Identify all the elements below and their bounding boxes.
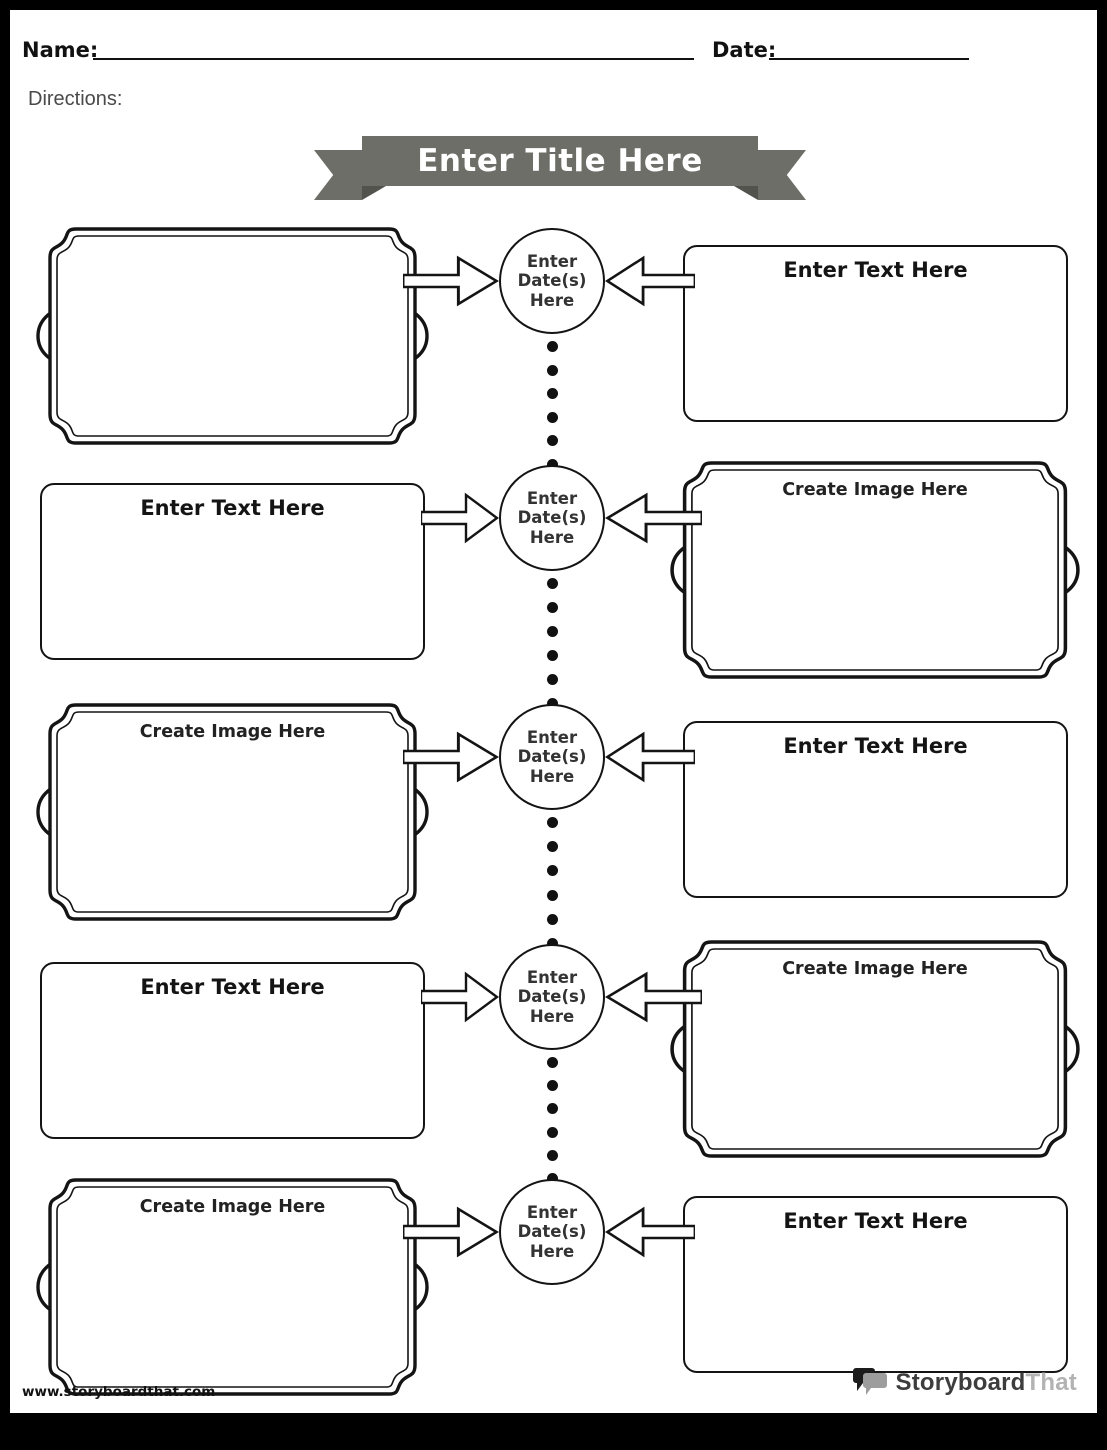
image-box-label: Create Image Here (782, 480, 968, 500)
row-5-left-image-frame[interactable]: Create Image Here (36, 1173, 429, 1401)
row-1-left-image-frame[interactable] (36, 222, 429, 450)
date-circle-label-line: Enter (526, 488, 578, 508)
date-circle-label-line: Date(s) (517, 1222, 587, 1242)
date-circle-label-line: Date(s) (517, 747, 587, 767)
row-3-left-image-frame[interactable]: Create Image Here (36, 698, 429, 926)
ornate-frame-icon (36, 703, 429, 921)
storyboardthat-logo: StoryboardThat (852, 1368, 1077, 1398)
text-box-label: Enter Text Here (140, 975, 325, 999)
title-banner[interactable]: Enter Title Here (362, 136, 758, 186)
row-5-right-arrow-icon (605, 1205, 695, 1259)
date-circle-label-line: Here (529, 766, 575, 786)
timeline-dot-icon (546, 698, 558, 709)
timeline-dot-icon (546, 865, 558, 877)
row-3-left-arrow-icon (403, 730, 499, 784)
logo-text-secondary: That (1025, 1369, 1077, 1396)
date-circle-label-line: Date(s) (517, 987, 587, 1007)
date-circle-label-line: Here (529, 1006, 575, 1026)
date-circle-label-line: Here (529, 1241, 575, 1261)
ornate-frame-icon (670, 461, 1080, 679)
row-4-right-arrow-icon (605, 970, 702, 1024)
speech-bubbles-icon (852, 1368, 887, 1395)
date-label: Date: (712, 38, 777, 62)
website-url: www.storyboardthat.com (22, 1384, 216, 1400)
timeline-dot-icon (546, 341, 558, 352)
row-4-left-arrow-icon (421, 970, 499, 1024)
timeline-dot-icon (546, 841, 558, 853)
image-box-label: Create Image Here (782, 959, 968, 979)
ribbon-left-fold-icon (362, 186, 386, 200)
ornate-frame-icon (36, 1178, 429, 1396)
date-circle-label-line: Enter (526, 1202, 578, 1222)
name-input-line[interactable] (93, 57, 694, 60)
text-box-label: Enter Text Here (783, 1209, 968, 1233)
timeline-dots (546, 817, 558, 949)
logo-text-primary: Storyboard (895, 1369, 1026, 1396)
date-circle-label-line: Enter (526, 727, 578, 747)
row-5-right-text-box[interactable]: Enter Text Here (683, 1196, 1068, 1373)
row-5-left-arrow-icon (403, 1205, 499, 1259)
date-circle-label-line: Here (529, 527, 575, 547)
timeline-dot-icon (546, 1080, 558, 1092)
page-content: Name: Date: Directions: Enter Title Here… (10, 10, 1097, 1413)
timeline-dot-icon (546, 388, 558, 400)
timeline-dot-icon (546, 1172, 558, 1184)
timeline-dot-icon (546, 1103, 558, 1115)
ribbon-right-fold-icon (734, 186, 758, 200)
timeline-dots (546, 1057, 558, 1184)
row-1-right-arrow-icon (605, 254, 695, 308)
ornate-frame-icon (36, 227, 429, 445)
date-circle-label-line: Here (529, 290, 575, 310)
date-circle-label-line: Enter (526, 251, 578, 271)
timeline-dot-icon (546, 817, 558, 828)
row-1-right-text-box[interactable]: Enter Text Here (683, 245, 1068, 422)
row-2-right-image-frame[interactable]: Create Image Here (670, 456, 1080, 684)
ribbon-right-wing-icon (758, 150, 806, 200)
row-4-right-image-frame[interactable]: Create Image Here (670, 935, 1080, 1163)
date-circle-label-line: Date(s) (517, 508, 587, 528)
row-2-left-arrow-icon (421, 491, 499, 545)
page-title: Enter Title Here (417, 143, 703, 179)
date-circle-label-line: Date(s) (517, 271, 587, 291)
timeline-dot-icon (546, 937, 558, 949)
timeline-dot-icon (546, 626, 558, 637)
timeline-dot-icon (546, 411, 558, 423)
timeline-dot-icon (546, 578, 558, 589)
directions-label: Directions: (28, 88, 123, 110)
timeline-dot-icon (546, 602, 558, 613)
date-input-line[interactable] (769, 57, 969, 60)
timeline-dot-icon (546, 1126, 558, 1138)
timeline-dot-icon (546, 1057, 558, 1068)
timeline-dot-icon (546, 889, 558, 901)
row-3-right-text-box[interactable]: Enter Text Here (683, 721, 1068, 898)
timeline-dot-icon (546, 674, 558, 685)
row-3-right-arrow-icon (605, 730, 695, 784)
image-box-label: Create Image Here (139, 722, 326, 742)
text-box-label: Enter Text Here (140, 496, 325, 520)
timeline-dots (546, 578, 558, 709)
row-4-left-text-box[interactable]: Enter Text Here (40, 962, 425, 1139)
date-circle-label-line: Enter (526, 967, 578, 987)
ornate-frame-icon (670, 940, 1080, 1158)
image-box-label: Create Image Here (139, 1197, 326, 1217)
timeline-dot-icon (546, 364, 558, 376)
text-box-label: Enter Text Here (783, 258, 968, 282)
text-box-label: Enter Text Here (783, 734, 968, 758)
timeline-dot-icon (546, 1149, 558, 1161)
name-label: Name: (22, 38, 99, 62)
timeline-dot-icon (546, 435, 558, 447)
timeline-dot-icon (546, 458, 558, 470)
timeline-dot-icon (546, 650, 558, 661)
row-2-left-text-box[interactable]: Enter Text Here (40, 483, 425, 660)
timeline-dot-icon (546, 913, 558, 925)
row-2-right-arrow-icon (605, 491, 702, 545)
ribbon-left-wing-icon (314, 150, 362, 200)
timeline-dots (546, 341, 558, 470)
row-1-left-arrow-icon (403, 254, 499, 308)
